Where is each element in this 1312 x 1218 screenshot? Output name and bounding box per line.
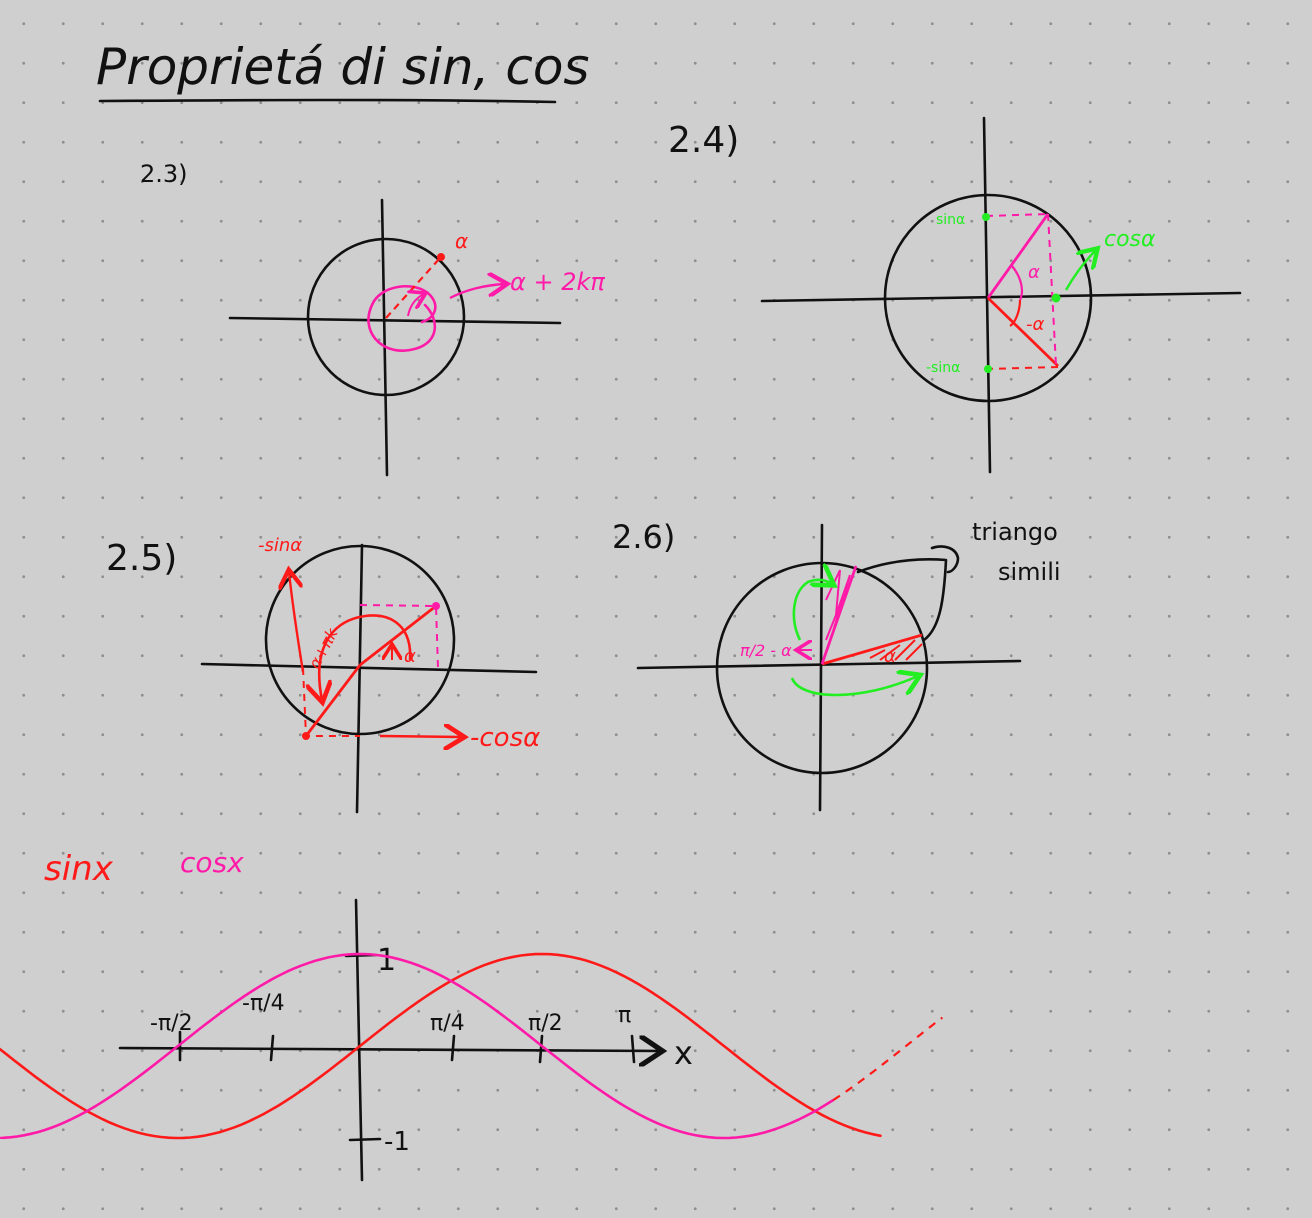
y-axis-2-3 bbox=[380, 198, 389, 477]
sin-point-2-4 bbox=[982, 213, 990, 221]
graph-x-axis-label: x bbox=[674, 1034, 693, 1072]
arrow-to-alpha-2kpi bbox=[449, 284, 505, 300]
sin-alpha-label-2-4: sinα bbox=[936, 212, 965, 228]
x-axis-2-3 bbox=[228, 316, 562, 325]
similar-bracket-2-6 bbox=[856, 545, 960, 642]
minus-alpha-arc-2-4 bbox=[1009, 299, 1022, 327]
vertical-dashed-2-4 bbox=[1047, 213, 1057, 367]
pi-over-2-minus-alpha-label-2-6: π/2 - α bbox=[740, 641, 792, 660]
y-min-tick bbox=[348, 1137, 382, 1142]
tick-mark-pi-4 bbox=[450, 1034, 456, 1062]
tick-label-pi-4: π/4 bbox=[430, 1011, 465, 1036]
tick-mark-pi-2 bbox=[538, 1034, 544, 1064]
alpha-label-2-3: α bbox=[455, 229, 468, 253]
section-2-5-label: 2.5) bbox=[106, 538, 177, 579]
alpha-2kpi-label: α + 2kπ bbox=[510, 268, 605, 296]
x-axis-2-6 bbox=[636, 659, 1022, 670]
tick-label-minus-pi-2: -π/2 bbox=[150, 1011, 193, 1036]
alpha-pi-k-label-2-5: α+πk bbox=[305, 624, 342, 671]
minus-cos-alpha-label-2-5: -cosα bbox=[470, 723, 540, 753]
page-title: Proprietá di sin, cos bbox=[96, 38, 589, 96]
section-2-5: 2.5) -sinα α+πk α -cosα bbox=[106, 535, 540, 814]
cos-curve bbox=[1, 952, 835, 1140]
cos-label: cosx bbox=[180, 846, 244, 879]
sin-curve-extension-left bbox=[0, 1136, 4, 1140]
alpha-pi-ray-2-5 bbox=[304, 664, 362, 737]
triangoli-label-line2: simili bbox=[998, 558, 1061, 586]
minus-alpha-ray-2-4 bbox=[987, 296, 1059, 368]
sin-cos-graph: sinx cosx x 1 -1 -π/2 -π/4 π/4 π/2 π bbox=[0, 846, 944, 1182]
cos-arrow-2-4 bbox=[1064, 250, 1096, 291]
alpha-label-2-4: α bbox=[1028, 262, 1040, 283]
section-2-3: 2.3) α α + 2kπ bbox=[140, 160, 605, 477]
alpha-label-2-5: α bbox=[404, 646, 416, 667]
page-title-group: Proprietá di sin, cos bbox=[96, 38, 589, 104]
section-2-4: 2.4) α -α sinα -sinα cosα bbox=[668, 116, 1242, 474]
unit-circle-2-5 bbox=[264, 544, 456, 736]
top-dashed-2-5 bbox=[359, 604, 439, 669]
complementary-hatch-2-6 bbox=[825, 569, 851, 641]
section-2-3-label: 2.3) bbox=[140, 160, 188, 188]
minus-sin-dashed-2-4 bbox=[985, 366, 1059, 370]
minus-sin-point-2-4 bbox=[984, 365, 992, 373]
alpha-label-2-6: α bbox=[884, 646, 896, 667]
minus-alpha-label-2-4: -α bbox=[1026, 314, 1044, 335]
y-axis-2-6 bbox=[818, 523, 824, 812]
alpha-ray-2-4 bbox=[986, 213, 1050, 299]
sin-dashed-2-4 bbox=[985, 213, 1049, 217]
y-min-label: -1 bbox=[384, 1127, 410, 1157]
minus-sin-arrow-2-5 bbox=[289, 572, 305, 673]
sin-label: sinx bbox=[44, 849, 114, 889]
section-2-6: 2.6) α π/2 - α triango simili bbox=[612, 518, 1061, 812]
alpha-triangle-hatch-2-6 bbox=[869, 639, 923, 661]
green-arc-bottom-2-6 bbox=[790, 676, 918, 697]
cos-point-2-4 bbox=[1051, 293, 1061, 303]
section-2-4-label: 2.4) bbox=[668, 120, 739, 161]
green-arc-top-2-6 bbox=[792, 580, 832, 641]
tick-label-pi-2: π/2 bbox=[528, 1011, 563, 1036]
graph-y-axis bbox=[354, 898, 364, 1182]
sin-curve bbox=[0, 952, 882, 1140]
y-axis-2-4 bbox=[982, 116, 992, 474]
alpha-ray-2-5 bbox=[359, 604, 437, 667]
small-arc-2-3 bbox=[408, 294, 424, 317]
minus-cos-arrow-2-5 bbox=[379, 736, 462, 737]
y-max-label: 1 bbox=[377, 943, 396, 978]
alpha-ray-2-3 bbox=[385, 257, 441, 319]
tick-mark-minus-pi-4 bbox=[269, 1034, 275, 1062]
x-axis-2-5 bbox=[200, 662, 538, 674]
angle-spiral-2-3 bbox=[367, 285, 437, 352]
alpha-ray-2-6 bbox=[821, 633, 923, 666]
left-dashed-2-5 bbox=[302, 667, 360, 737]
tick-mark-pi bbox=[630, 1034, 636, 1064]
cos-curve-extension-right bbox=[832, 1016, 944, 1102]
alpha-point-2-3 bbox=[437, 253, 445, 261]
title-underline bbox=[98, 98, 557, 104]
y-axis-2-5 bbox=[355, 543, 364, 814]
minus-sin-alpha-label-2-5: -sinα bbox=[258, 535, 302, 556]
section-2-6-label: 2.6) bbox=[612, 518, 675, 556]
alpha-point-2-5 bbox=[432, 602, 440, 610]
tick-label-minus-pi-4: -π/4 bbox=[242, 991, 285, 1016]
tick-label-pi: π bbox=[618, 1003, 631, 1028]
cos-alpha-label-2-4: cosα bbox=[1104, 227, 1156, 252]
graph-x-axis bbox=[118, 1048, 660, 1051]
triangoli-label-line1: triango bbox=[972, 518, 1058, 546]
minus-sin-alpha-label-2-4: -sinα bbox=[926, 360, 960, 376]
x-axis-2-4 bbox=[760, 291, 1242, 303]
alpha-pi-arc-2-5 bbox=[319, 614, 412, 700]
alpha-arc-2-4 bbox=[1011, 265, 1023, 301]
